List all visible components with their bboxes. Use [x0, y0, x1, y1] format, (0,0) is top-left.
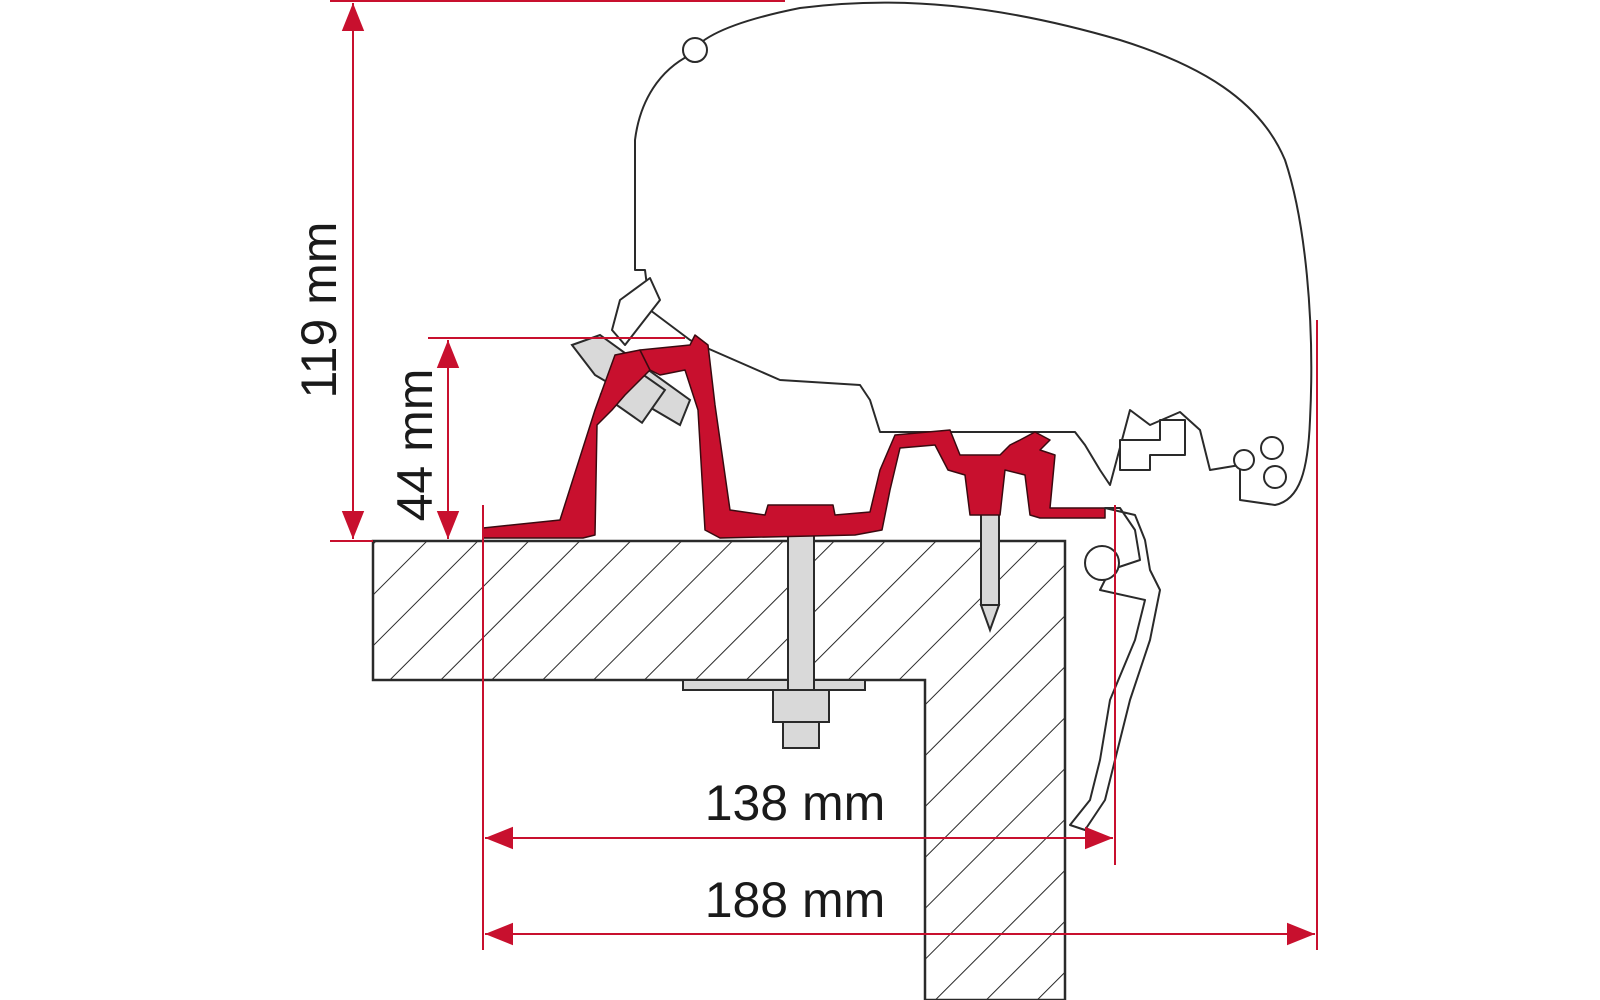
housing-detail-circle-2: [1260, 436, 1284, 460]
bottom-washer-plate: [682, 679, 866, 691]
housing-detail-bracket: [1119, 419, 1186, 471]
wood-screw-tip: [979, 604, 1001, 633]
adapter-profile-hook: [639, 334, 1106, 539]
right-rail-profile: [1069, 507, 1161, 831]
awning-housing-outline: [634, 1, 1313, 506]
dim-label-119: 119 mm: [291, 222, 347, 399]
wall-section-hatched: [371, 539, 1067, 1000]
housing-detail-circle-1: [1233, 449, 1255, 471]
left-clamp-plate: [611, 277, 661, 346]
bolt-end: [782, 721, 820, 749]
right-rail-ring: [1084, 545, 1120, 581]
adapter-profile: [482, 349, 651, 539]
housing-top-bump: [682, 37, 708, 63]
dim-label-44: 44 mm: [387, 369, 443, 522]
bottom-nut: [772, 689, 830, 723]
dim-label-138: 138 mm: [705, 775, 886, 831]
housing-detail-circle-3: [1263, 465, 1287, 489]
dim-label-188: 188 mm: [705, 872, 886, 928]
